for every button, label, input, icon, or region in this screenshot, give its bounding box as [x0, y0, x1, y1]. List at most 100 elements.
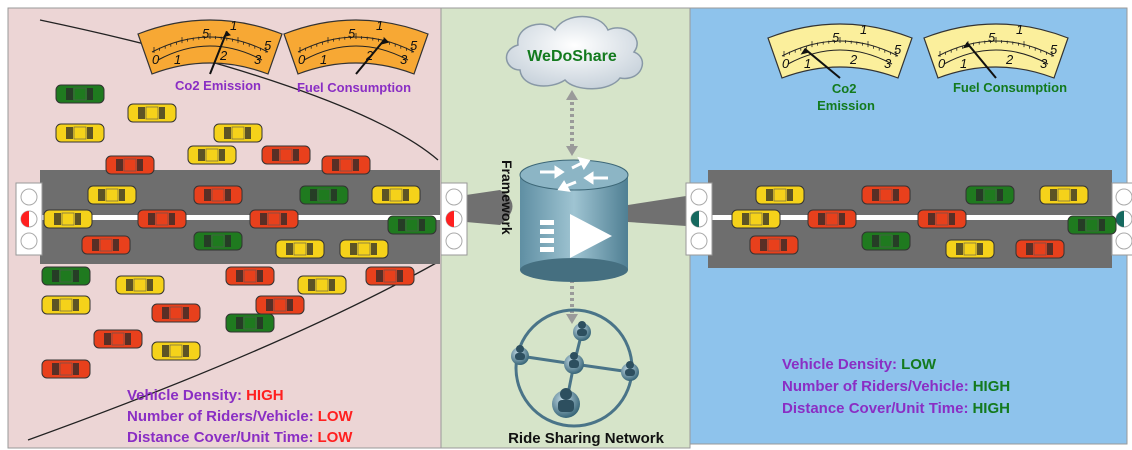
svg-text:5: 5 [202, 26, 210, 41]
svg-text:Number of Riders/Vehicle:HIGH: Number of Riders/Vehicle:HIGH [782, 378, 1010, 395]
svg-text:2: 2 [849, 52, 858, 67]
svg-text:1: 1 [1016, 22, 1023, 37]
right-gauge-co2-label: Co2 Emission [817, 81, 875, 113]
car-yellow [1039, 185, 1089, 205]
svg-text:5: 5 [988, 30, 996, 45]
svg-text:1: 1 [230, 18, 237, 33]
car-red [193, 185, 243, 205]
svg-text:Vehicle Density:HIGH: Vehicle Density:HIGH [127, 387, 284, 404]
car-green [225, 313, 275, 333]
svg-text:0: 0 [782, 56, 790, 71]
car-yellow [339, 239, 389, 259]
traffic-light-left-entry [15, 182, 43, 256]
framework-router-icon [519, 156, 629, 282]
car-yellow [41, 295, 91, 315]
car-red [225, 266, 275, 286]
left-stat-distance-label: Distance Cover/Unit Time: [127, 429, 313, 446]
car-yellow [43, 209, 93, 229]
car-yellow [297, 275, 347, 295]
left-stat-distance-value: LOW [317, 429, 353, 446]
cars [41, 84, 1117, 379]
car-red [249, 209, 299, 229]
right-stat-riders-value: HIGH [973, 378, 1011, 395]
car-red [137, 209, 187, 229]
svg-text:5: 5 [410, 38, 418, 53]
car-green [965, 185, 1015, 205]
svg-text:1: 1 [804, 56, 811, 71]
svg-text:2: 2 [1005, 52, 1014, 67]
car-red [917, 209, 967, 229]
car-yellow [55, 123, 105, 143]
car-red [105, 155, 155, 175]
svg-text:1: 1 [960, 56, 967, 71]
svg-text:3: 3 [884, 56, 892, 71]
car-yellow [187, 145, 237, 165]
svg-text:0: 0 [298, 52, 306, 67]
svg-text:5: 5 [264, 38, 272, 53]
car-yellow [371, 185, 421, 205]
right-stat-density-label: Vehicle Density: [782, 356, 897, 373]
framework-label: Framework [499, 160, 515, 235]
svg-text:1: 1 [376, 18, 383, 33]
svg-text:2: 2 [219, 48, 228, 63]
svg-text:3: 3 [1040, 56, 1048, 71]
car-red [1015, 239, 1065, 259]
car-yellow [755, 185, 805, 205]
right-stat-density-value: LOW [901, 356, 937, 373]
car-red [261, 145, 311, 165]
svg-text:5: 5 [1050, 42, 1058, 57]
car-red [861, 185, 911, 205]
svg-text:Vehicle Density:LOW: Vehicle Density:LOW [782, 356, 937, 373]
traffic-light-left-exit [440, 182, 468, 256]
ride-sharing-network-icon [511, 308, 639, 428]
car-red [321, 155, 371, 175]
svg-text:1: 1 [860, 22, 867, 37]
svg-text:Number of Riders/Vehicle:LOW: Number of Riders/Vehicle:LOW [127, 408, 354, 425]
car-red [749, 235, 799, 255]
car-yellow [275, 239, 325, 259]
car-red [365, 266, 415, 286]
car-yellow [87, 185, 137, 205]
svg-text:5: 5 [348, 26, 356, 41]
car-green [387, 215, 437, 235]
car-red [93, 329, 143, 349]
car-yellow [945, 239, 995, 259]
car-green [861, 231, 911, 251]
car-red [81, 235, 131, 255]
left-stat-riders-label: Number of Riders/Vehicle: [127, 408, 314, 425]
svg-text:Distance Cover/Unit Time:LOW: Distance Cover/Unit Time:LOW [127, 429, 353, 446]
svg-text:5: 5 [894, 42, 902, 57]
car-red [151, 303, 201, 323]
funnel-curve-top [39, 19, 439, 161]
right-stat-distance-label: Distance Cover/Unit Time: [782, 400, 968, 417]
car-red [807, 209, 857, 229]
svg-text:1: 1 [320, 52, 327, 67]
left-gauge-fuel-label: Fuel Consumption [297, 80, 411, 95]
car-yellow [731, 209, 781, 229]
right-road-lane [708, 215, 1112, 220]
car-red [41, 359, 91, 379]
car-yellow [151, 341, 201, 361]
svg-text:Distance Cover/Unit Time:HIGH: Distance Cover/Unit Time:HIGH [782, 400, 1010, 417]
left-road-lane [40, 215, 440, 220]
traffic-light-right-entry [685, 182, 713, 256]
right-stat-riders-label: Number of Riders/Vehicle: [782, 378, 969, 395]
network-label: Ride Sharing Network [508, 430, 665, 447]
car-yellow [115, 275, 165, 295]
svg-text:3: 3 [254, 52, 262, 67]
wedoshare-cloud [505, 15, 644, 90]
car-yellow [213, 123, 263, 143]
car-green [41, 266, 91, 286]
left-stats: Vehicle Density:HIGH Number of Riders/Ve… [127, 387, 354, 446]
svg-text:5: 5 [832, 30, 840, 45]
left-stat-density-value: HIGH [246, 387, 284, 404]
cloud-label: WeDoShare [527, 48, 617, 65]
car-yellow [127, 103, 177, 123]
left-connector [466, 190, 513, 225]
